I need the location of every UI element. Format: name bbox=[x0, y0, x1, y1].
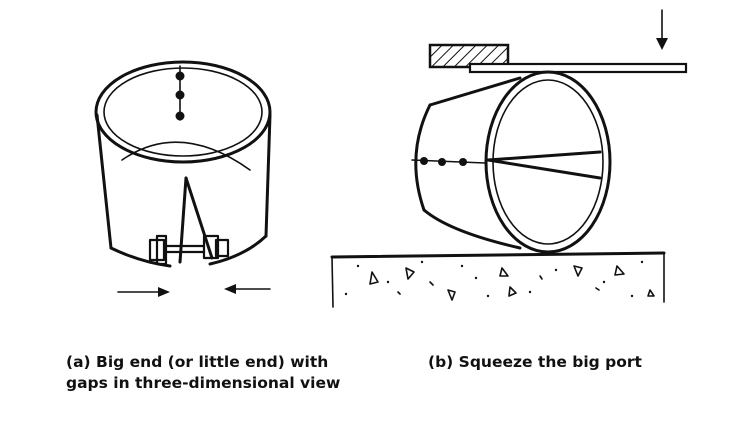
cone-a-top-rim-outer bbox=[94, 60, 272, 164]
cone-a-left-wall bbox=[95, 113, 113, 250]
cone-b-big-end-outer bbox=[484, 70, 612, 254]
weld-point-2 bbox=[175, 90, 185, 100]
ground-dots bbox=[344, 260, 644, 298]
press-plate bbox=[468, 62, 688, 74]
cone-b-gap-upper-edge bbox=[486, 150, 602, 162]
arrow-left-icon bbox=[224, 284, 271, 294]
weld-point-b1 bbox=[420, 157, 428, 165]
weld-point-b2 bbox=[438, 158, 446, 166]
cone-a-top-rim-inner bbox=[103, 67, 263, 157]
weld-point-1 bbox=[175, 71, 185, 81]
cone-a-gap-left-edge bbox=[178, 176, 188, 264]
cone-b-bottom-wall bbox=[422, 208, 522, 250]
cone-a-gap-right-edge bbox=[184, 176, 214, 260]
arrow-right-icon bbox=[117, 287, 170, 297]
cone-a-right-wall bbox=[264, 113, 272, 238]
ground-left-edge bbox=[331, 256, 334, 308]
figure-a-cone-with-gap bbox=[94, 60, 272, 297]
cone-a-bottom-edge bbox=[109, 234, 268, 268]
figure-b-squeeze-cone bbox=[330, 9, 688, 308]
weld-point-b3 bbox=[459, 158, 467, 166]
caption-a: (a) Big end (or little end) with gaps in… bbox=[66, 352, 396, 394]
bolt-clamp bbox=[148, 234, 230, 266]
cone-b-small-end bbox=[414, 103, 432, 212]
caption-b: (b) Squeeze the big port bbox=[428, 353, 642, 371]
weld-point-3 bbox=[175, 111, 185, 121]
cone-a-inner-back-edge bbox=[121, 141, 251, 171]
ground-gravel-texture bbox=[369, 265, 655, 301]
ground-surface bbox=[330, 251, 666, 259]
cone-b-gap-lower-edge bbox=[486, 158, 602, 180]
caption-a-line2: gaps in three-dimensional view bbox=[66, 374, 341, 392]
caption-a-line1: (a) Big end (or little end) with bbox=[66, 353, 329, 371]
cone-b-top-wall bbox=[428, 76, 522, 107]
arrow-down-icon bbox=[656, 9, 668, 50]
